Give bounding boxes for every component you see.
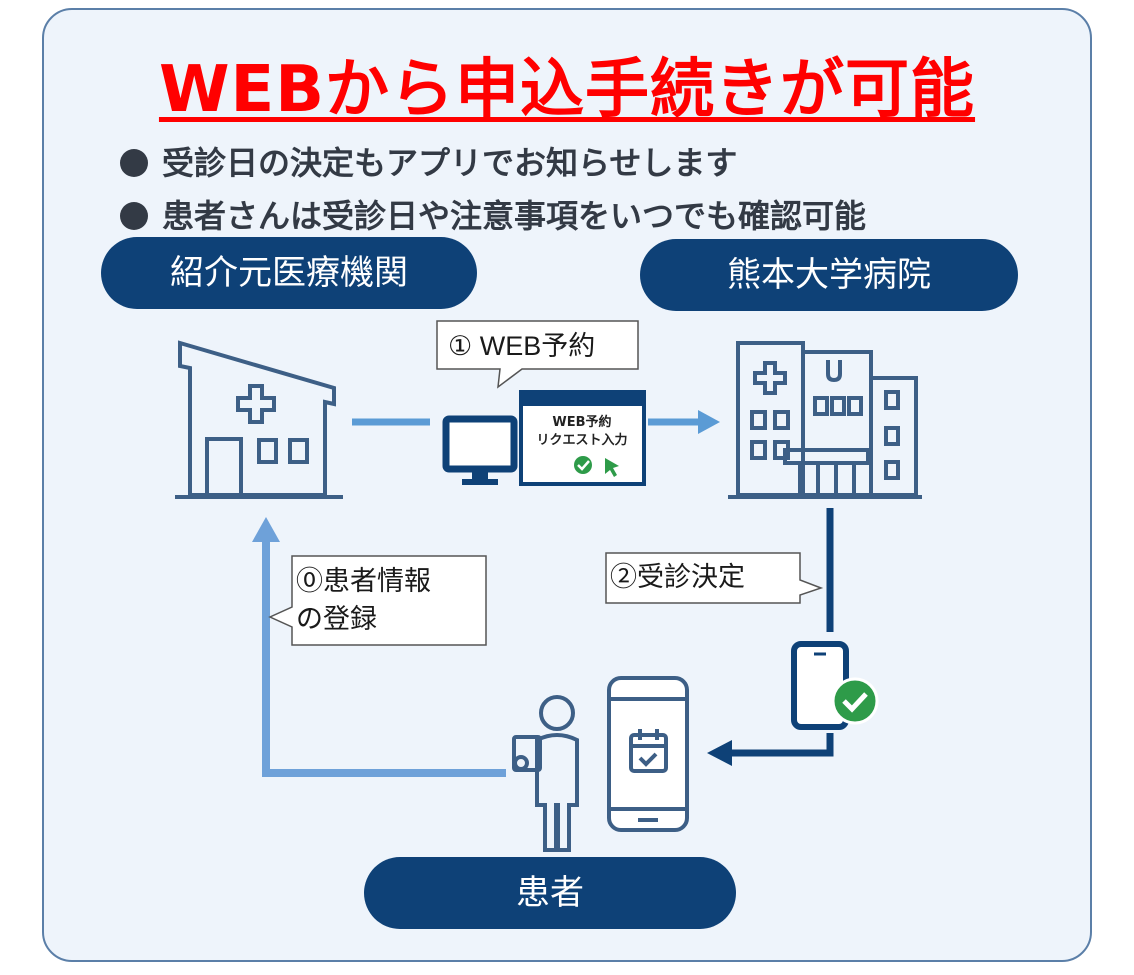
monitor-icon [442, 415, 518, 485]
step0-label-line2: の登録 [296, 604, 377, 634]
arrow-to-clinic [252, 517, 506, 777]
phone-notification-icon [791, 641, 879, 730]
smartphone-calendar-icon [607, 676, 689, 832]
bullet-item: 患者さんは受診日や注意事項をいつでも確認可能 [120, 191, 866, 237]
bullet-dot-icon [120, 149, 148, 177]
callout-appointment-decided: ②受診決定 [605, 552, 824, 604]
referrer-label: 紹介元医療機関 [101, 237, 477, 309]
cursor-icon [605, 458, 619, 477]
screen-line1: WEB予約 [552, 414, 611, 430]
bullet-text: 受診日の決定もアプリでお知らせします [162, 144, 738, 182]
bullet-dot-icon [120, 202, 148, 230]
callout-patient-registration: ⓪患者情報 の登録 [268, 555, 487, 646]
patient-label: 患者 [364, 857, 736, 929]
bullet-item: 受診日の決定もアプリでお知らせします [120, 138, 737, 184]
screen-line2: リクエスト入力 [536, 432, 627, 448]
step2-label: ②受診決定 [610, 562, 745, 592]
step1-label: ① WEB予約 [448, 331, 595, 361]
arrow-to-hospital [648, 410, 720, 434]
check-circle-icon [574, 456, 592, 474]
callout-web-reservation: ① WEB予約 [436, 320, 639, 389]
hospital-label: 熊本大学病院 [640, 239, 1018, 311]
bullet-text: 患者さんは受診日や注意事項をいつでも確認可能 [162, 197, 867, 235]
patient-person-icon [512, 695, 579, 852]
check-badge-icon [831, 677, 879, 725]
web-form-screen-icon: WEB予約 リクエスト入力 [519, 390, 646, 486]
clinic-building-icon [175, 340, 343, 499]
arrow-to-patient [707, 733, 834, 766]
hospital-building-icon [728, 341, 922, 499]
page-title: WEBから申込手続きが可能 [158, 53, 976, 127]
step0-label-line1: ⓪患者情報 [296, 566, 431, 596]
